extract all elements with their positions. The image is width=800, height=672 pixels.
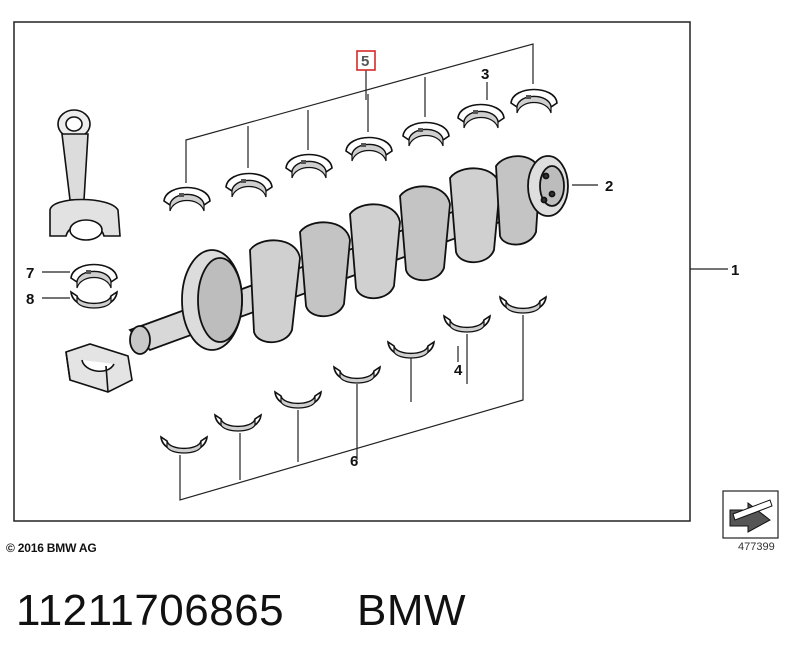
callout-2: 2 (605, 178, 613, 195)
crankshaft-illustration (128, 155, 569, 355)
callout-7: 7 (26, 265, 34, 282)
bearing-cap-illustration (65, 343, 133, 393)
copyright-text: © 2016 BMW AG (6, 541, 97, 555)
diagram-frame (13, 21, 691, 522)
callout-5-highlight-box (356, 50, 376, 71)
callout-5: 5 (361, 53, 369, 70)
connecting-rod-illustration (49, 109, 121, 241)
callout-4: 4 (454, 362, 463, 379)
conrod-bearing-shell-7 (70, 263, 118, 289)
direction-arrow-icon (722, 490, 779, 539)
crankshaft-diagram: 1 2 3 4 5 6 7 8 (13, 21, 779, 539)
leader-lines (42, 43, 728, 501)
part-number: 11211706865 (16, 586, 285, 635)
callout-3: 3 (481, 66, 489, 83)
callout-6: 6 (350, 453, 358, 470)
callout-8: 8 (26, 291, 34, 308)
brand-name: BMW (357, 586, 467, 635)
callout-1: 1 (731, 262, 739, 279)
diagram-id: 477399 (738, 541, 775, 553)
conrod-bearing-shell-8 (70, 291, 118, 309)
